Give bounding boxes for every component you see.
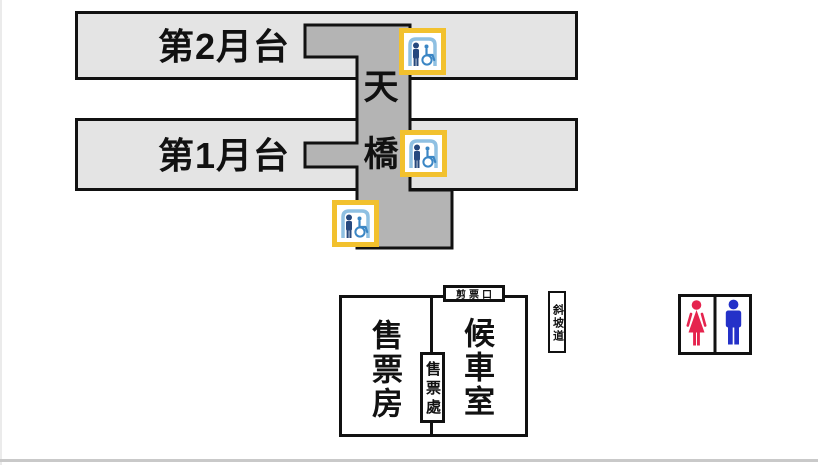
accessible-elevator-icon [399,28,446,75]
footbridge-label-top: 天 [363,68,399,107]
platform-1-label: 第1月台 [158,134,291,176]
ticket-gate-label: 剪票口 [456,290,495,301]
person-icon [346,214,352,221]
accessible-elevator-icon [332,200,379,247]
ramp-label: 斜坡道 [551,303,564,343]
restroom-icon [678,294,752,355]
ticket-counter-box: 售票處 [420,352,445,423]
footbridge-label-bottom: 橋 [363,135,399,174]
ticket-office-label: 售票房 [367,319,402,421]
ticket-gate-box: 剪票口 [443,285,505,302]
female-figure-icon [686,300,707,346]
ramp-box: 斜坡道 [548,291,566,353]
platform-1: 第1月台 [75,118,578,191]
platform-2-label: 第2月台 [158,25,291,67]
accessible-elevator-icon [400,130,447,177]
person-icon [414,144,420,151]
ticket-counter-label: 售票處 [424,361,441,418]
bottom-divider-line [0,459,818,462]
platform-2: 第2月台 [75,11,578,80]
waiting-room-label: 候車室 [459,317,494,419]
person-icon [413,42,419,49]
left-edge-line [0,0,2,465]
male-figure-icon [725,299,742,345]
